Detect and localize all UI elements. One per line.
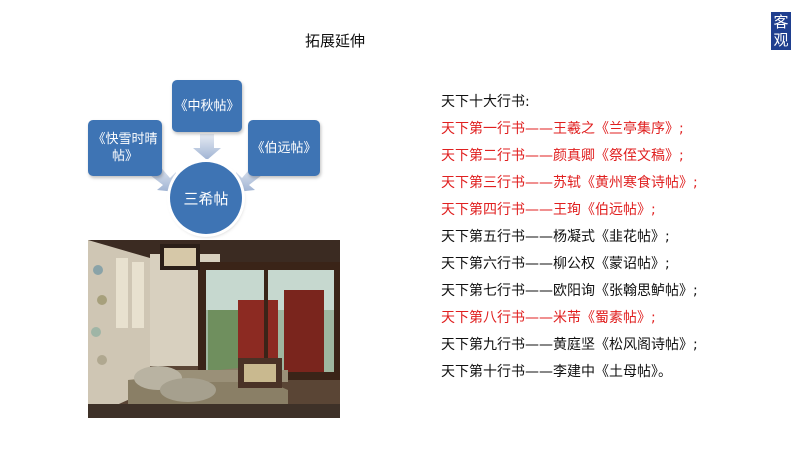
list-item: 天下第二行书——颜真卿《祭侄文稿》; (441, 148, 684, 164)
slide-title: 拓展延伸 (305, 32, 366, 50)
running-script-list: 天下十大行书: 天下第一行书——王羲之《兰亭集序》; 天下第二行书——颜真卿《祭侄… (441, 92, 698, 389)
list-item: 天下第十行书——李建中《土母帖》。 (441, 364, 672, 380)
list-item: 天下第一行书——王羲之《兰亭集序》; (441, 121, 684, 137)
list-item: 天下第八行书——米芾《蜀素帖》; (441, 310, 656, 326)
diagram-box-kuaixue: 《快雪时晴帖》 (88, 120, 162, 176)
badge-char-2: 观 (773, 31, 789, 49)
badge-char-1: 客 (773, 13, 789, 31)
sanxitang-photo (88, 240, 340, 418)
list-item: 天下第六行书——柳公权《蒙诏帖》; (441, 256, 670, 272)
list-item: 天下第三行书——苏轼《黄州寒食诗帖》; (441, 175, 698, 191)
arrow-down (193, 134, 221, 160)
list-item: 天下第四行书——王珣《伯远帖》; (441, 202, 656, 218)
diagram-box-boyuan: 《伯远帖》 (248, 120, 320, 176)
list-item: 天下第七行书——欧阳询《张翰思鲈帖》; (441, 283, 698, 299)
list-item: 天下第五行书——杨凝式《韭花帖》; (441, 229, 670, 245)
diagram-center-sanxi: 三希帖 (170, 162, 242, 234)
list-heading: 天下十大行书: (441, 94, 530, 110)
list-item: 天下第九行书——黄庭坚《松风阁诗帖》; (441, 337, 698, 353)
corner-badge[interactable]: 客 观 (771, 12, 791, 50)
diagram-box-mid-autumn: 《中秋帖》 (172, 80, 242, 132)
